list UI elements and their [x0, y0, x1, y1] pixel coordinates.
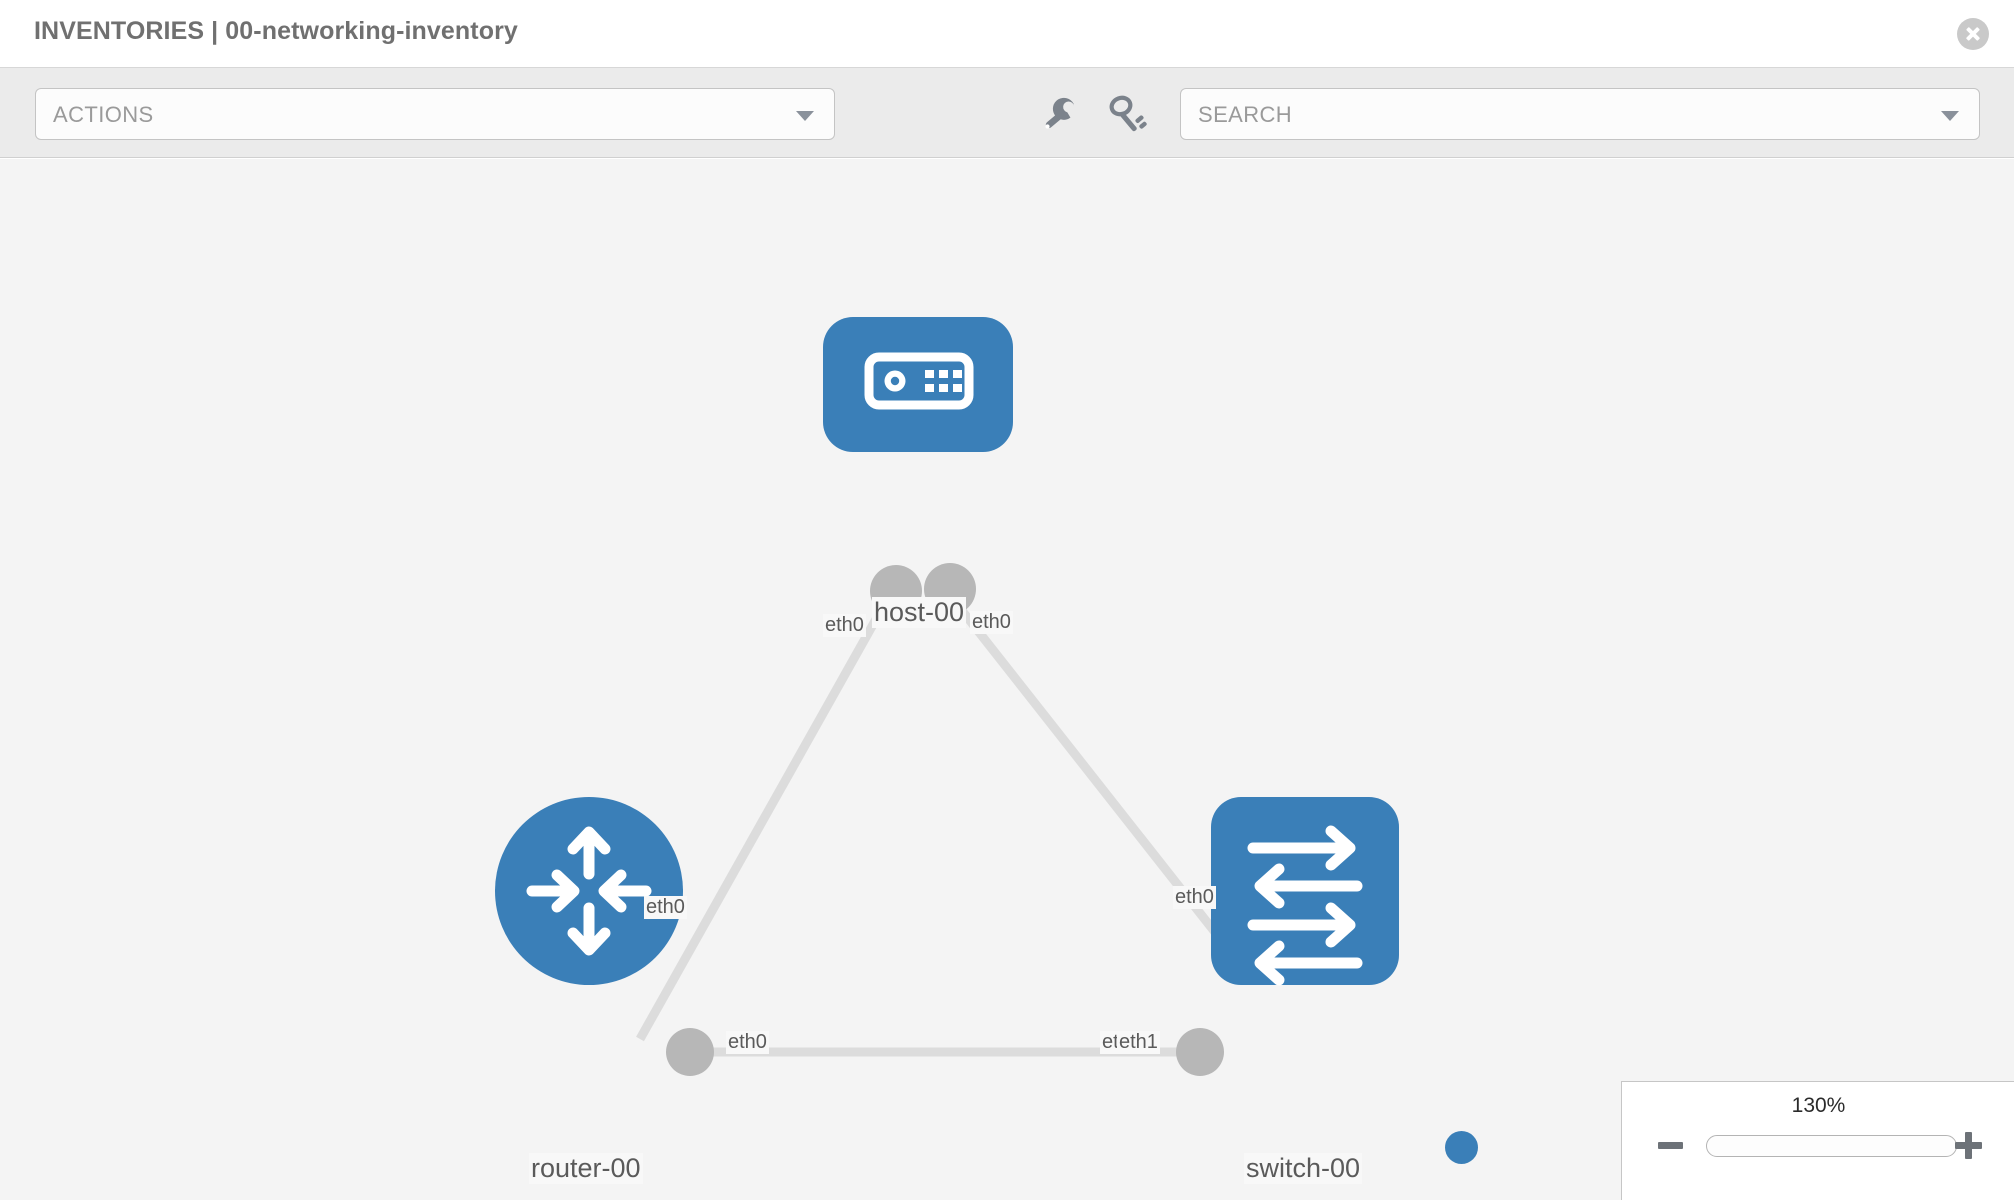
node-host-00[interactable]	[823, 317, 1013, 452]
actions-dropdown[interactable]: ACTIONS	[35, 88, 835, 140]
node-switch-00[interactable]	[1211, 797, 1399, 986]
edge-label-switch-left-eth: eth1	[1117, 1031, 1160, 1054]
actions-dropdown-label: ACTIONS	[53, 102, 154, 127]
topology-canvas[interactable]: eth0 host-00 eth0 eth0 eth0 eth0 eth eth…	[0, 159, 2014, 1200]
search-input[interactable]: SEARCH	[1180, 88, 1980, 140]
search-placeholder: SEARCH	[1198, 102, 1293, 127]
router-arrows-icon	[526, 826, 652, 956]
edge-label-router-right-eth: eth0	[726, 1031, 769, 1054]
zoom-control-panel: 130%	[1621, 1081, 2014, 1200]
zoom-level-value: 130%	[1791, 1094, 1846, 1117]
chevron-down-icon	[796, 111, 814, 121]
switch-arrows-icon	[1247, 825, 1363, 986]
plus-icon[interactable]	[1952, 1128, 1986, 1162]
wrench-icon[interactable]	[1036, 90, 1084, 138]
edge-label-host-left-eth: eth0	[823, 614, 866, 637]
node-label-switch-00: switch-00	[1244, 1153, 1363, 1184]
toolbar: ACTIONS SEARCH	[0, 68, 2014, 158]
edge-host-router[interactable]	[636, 586, 897, 1042]
edge-label-switch-up-eth: eth0	[1173, 886, 1216, 909]
zoom-slider-track[interactable]	[1706, 1135, 1957, 1157]
close-icon[interactable]	[1957, 18, 1989, 50]
page-title: INVENTORIES | 00-networking-inventory	[34, 17, 518, 45]
chevron-down-icon[interactable]	[1941, 111, 1959, 121]
minus-icon[interactable]	[1655, 1128, 1689, 1162]
node-router-00[interactable]	[495, 797, 683, 985]
topology-graph	[495, 317, 1399, 1076]
edge-label-router-up-eth: eth0	[644, 896, 687, 919]
key-icon[interactable]	[1104, 90, 1152, 138]
page-header: INVENTORIES | 00-networking-inventory	[0, 0, 2014, 68]
node-label-router-00: router-00	[529, 1153, 643, 1184]
zoom-slider-thumb[interactable]	[1445, 1131, 1478, 1164]
connector-router-right[interactable]	[666, 1028, 714, 1076]
connector-switch-left[interactable]	[1176, 1028, 1224, 1076]
server-appliance-icon	[864, 352, 974, 410]
edge-label-host-right-eth: eth0	[970, 611, 1013, 634]
node-label-host-00: host-00	[872, 597, 967, 628]
